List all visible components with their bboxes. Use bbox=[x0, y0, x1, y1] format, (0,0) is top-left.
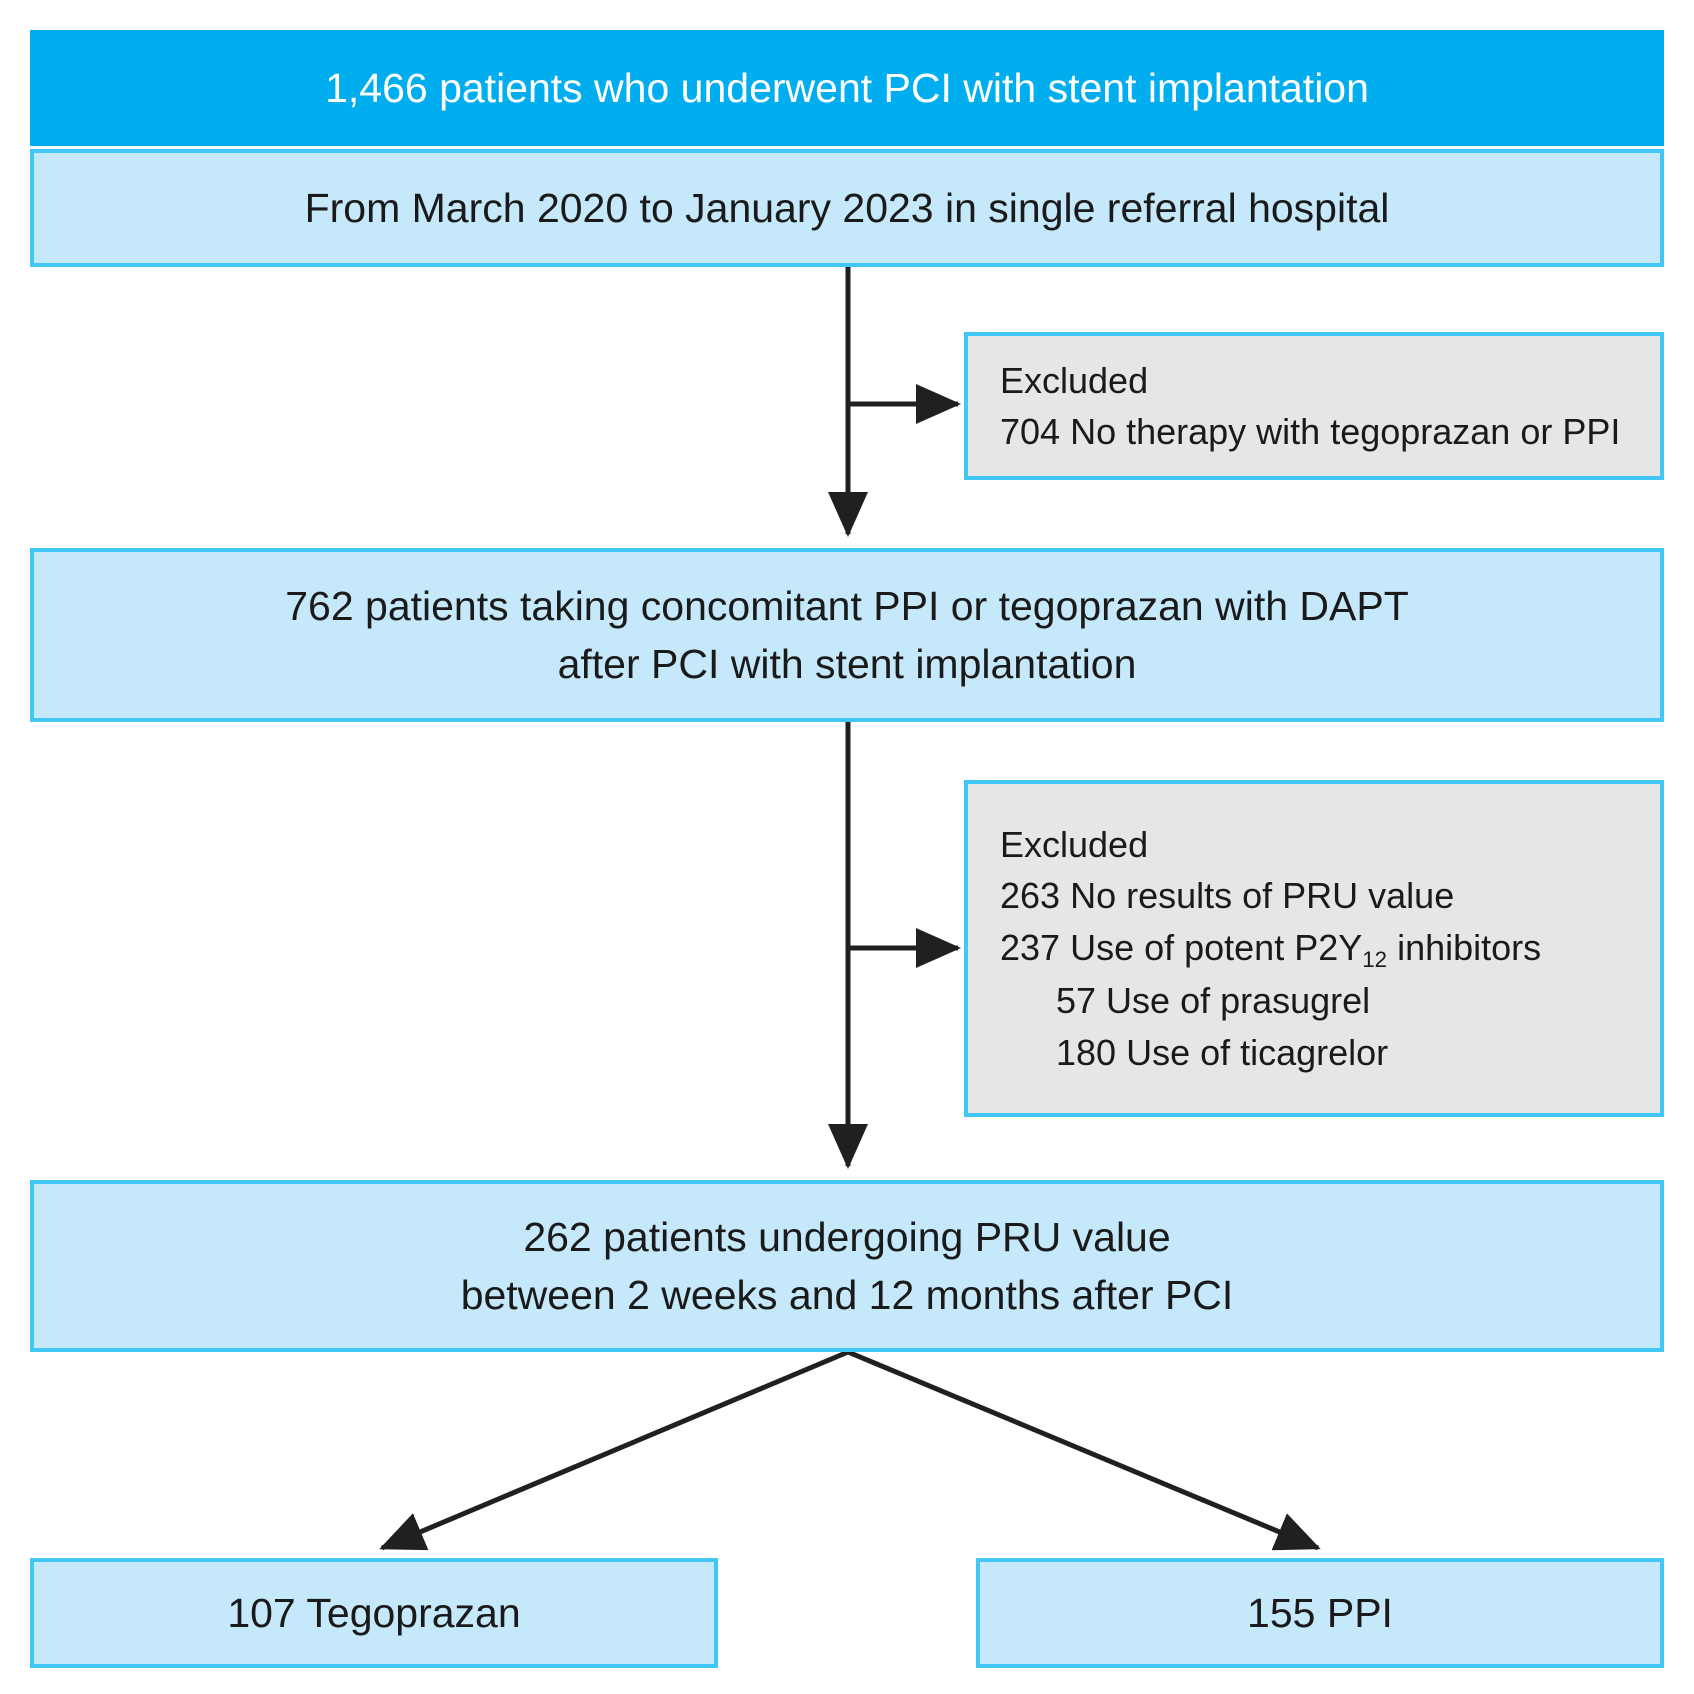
edge-pru-to-ppi bbox=[847, 1349, 1321, 1551]
node-pru-line2: between 2 weeks and 12 months after PCI bbox=[460, 1272, 1234, 1318]
node-enrolled-label: 1,466 patients who underwent PCI with st… bbox=[325, 64, 1369, 111]
node-concomitant-line1: 762 patients taking concomitant PPI or t… bbox=[285, 582, 1409, 629]
node-excluded-2: Excluded 263 No results of PRU value 237… bbox=[964, 780, 1664, 1117]
excluded-2-item-1: 237 Use of potent P2Y12 inhibitors bbox=[1000, 922, 1541, 976]
excluded-2-heading: Excluded bbox=[1000, 824, 1149, 866]
excluded-1-heading: Excluded bbox=[1000, 359, 1149, 401]
edge-pru-to-tegoprazan bbox=[379, 1349, 849, 1551]
node-group-tegoprazan-label: 107 Tegoprazan bbox=[227, 1589, 521, 1636]
node-group-tegoprazan: 107 Tegoprazan bbox=[30, 1558, 718, 1668]
node-study-period-label: From March 2020 to January 2023 in singl… bbox=[304, 184, 1390, 231]
excluded-2-item-1-post: inhibitors bbox=[1387, 926, 1542, 968]
node-group-ppi-label: 155 PPI bbox=[1247, 1589, 1393, 1636]
excluded-2-item-2: 57 Use of prasugrel bbox=[1056, 980, 1371, 1022]
node-group-ppi: 155 PPI bbox=[976, 1558, 1664, 1668]
node-study-period: From March 2020 to January 2023 in singl… bbox=[30, 149, 1664, 267]
excluded-2-item-1-pre: 237 Use of potent P2Y bbox=[1000, 926, 1363, 968]
excluded-2-item-3: 180 Use of ticagrelor bbox=[1056, 1031, 1389, 1073]
excluded-2-item-0: 263 No results of PRU value bbox=[1000, 875, 1455, 917]
node-pru-line1: 262 patients undergoing PRU value bbox=[523, 1213, 1171, 1260]
node-pru-cohort: 262 patients undergoing PRU value betwee… bbox=[30, 1180, 1664, 1352]
node-enrolled-cohort: 1,466 patients who underwent PCI with st… bbox=[30, 30, 1664, 146]
excluded-2-item-1-subscript: 12 bbox=[1362, 946, 1388, 972]
node-concomitant-line2: after PCI with stent implantation bbox=[557, 641, 1137, 687]
node-concomitant-therapy: 762 patients taking concomitant PPI or t… bbox=[30, 548, 1664, 722]
excluded-1-item-0: 704 No therapy with tegoprazan or PPI bbox=[1000, 411, 1621, 452]
node-excluded-1: Excluded 704 No therapy with tegoprazan … bbox=[964, 332, 1664, 480]
